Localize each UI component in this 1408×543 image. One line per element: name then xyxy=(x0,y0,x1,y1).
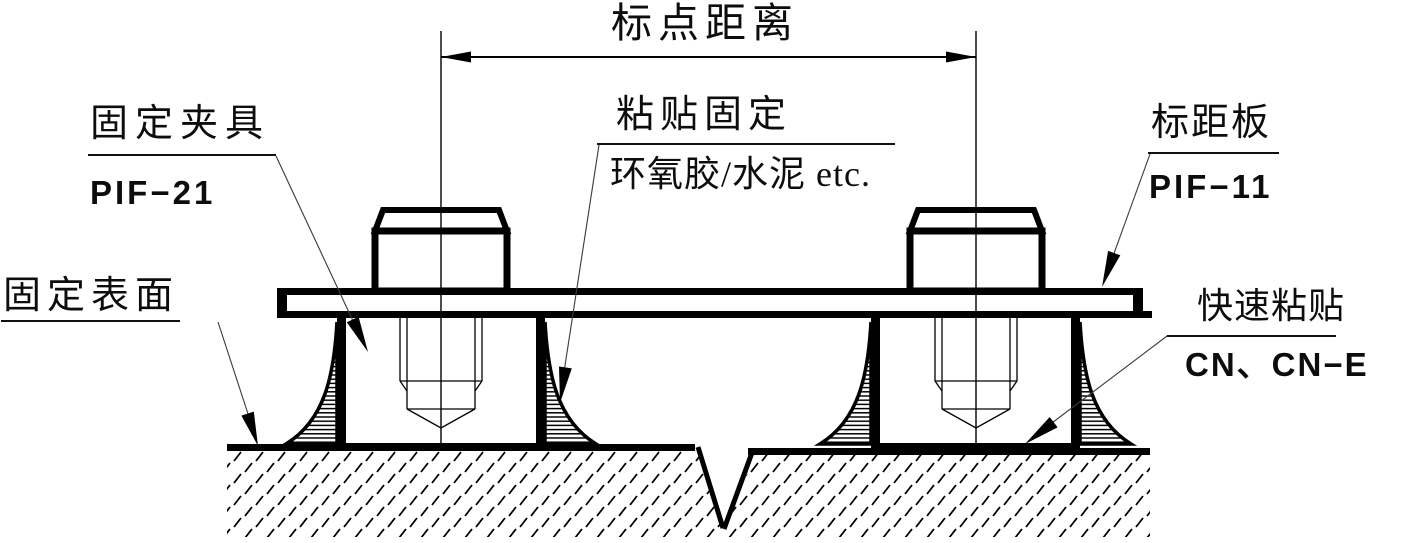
leader-adhesive-fixing xyxy=(561,144,600,386)
leader-fixing-clamp xyxy=(275,155,361,337)
clamp-wall xyxy=(536,318,545,446)
label-underlines xyxy=(1,143,1336,337)
adhesive-fillet xyxy=(1078,321,1138,446)
crack-notch xyxy=(695,444,757,532)
plate-end-cap-left xyxy=(277,288,287,318)
dimension-arrow-left xyxy=(441,51,471,63)
plate-bottom-edge xyxy=(277,311,1152,318)
plate-top-edge xyxy=(277,288,1143,295)
clamp-wall xyxy=(871,318,880,446)
adhesive-fixing-detail: 环氧胶/水泥 etc. xyxy=(610,154,871,194)
arrow-fixing-surface xyxy=(241,411,258,446)
adhesive-fillet xyxy=(813,321,873,446)
clamp-base xyxy=(337,443,545,451)
fixing-clamp-left xyxy=(279,318,603,451)
arrow-fixing-clamp xyxy=(346,316,368,352)
fixing-clamp-right xyxy=(813,318,1138,451)
clamp-base xyxy=(871,443,1080,451)
fixing-clamp-label: 固定夹具 xyxy=(90,103,271,145)
surface-line-right xyxy=(748,448,1150,455)
leader-quick-adhesive xyxy=(1039,335,1168,433)
leader-fixing-surface xyxy=(217,321,251,421)
quick-adhesive-label: 快速粘贴 xyxy=(1197,286,1346,326)
fixing-clamp-model: PIF−21 xyxy=(90,174,216,211)
gauge-plate-model: PIF−11 xyxy=(1149,168,1273,205)
leader-lines xyxy=(217,144,1168,433)
crack-edge-left xyxy=(695,446,726,529)
centerlines xyxy=(440,31,977,444)
clamp-wall xyxy=(1071,318,1080,446)
quick-adhesive-model: CN、CN−E xyxy=(1185,346,1369,383)
arrow-quick-adhesive xyxy=(1025,417,1058,444)
adhesive-fillet xyxy=(543,321,603,446)
leader-gauge-plate xyxy=(1107,153,1151,271)
fixing-surface-label: 固定表面 xyxy=(3,275,180,317)
dimension-gauge-length xyxy=(441,51,976,63)
adhesive-fillet xyxy=(279,321,339,446)
dimension-title: 标点距离 xyxy=(611,0,799,46)
gauge-plate xyxy=(277,288,1152,318)
crack-edge-right xyxy=(721,449,756,530)
fixing-surface-ground xyxy=(227,444,1150,537)
ground-hatch xyxy=(227,449,1150,537)
arrow-adhesive-fixing xyxy=(559,366,572,403)
leader-arrowheads xyxy=(241,250,1121,446)
plate-end-cap-right xyxy=(1133,288,1143,318)
gauge-plate-label: 标距板 xyxy=(1151,102,1272,144)
dimension-arrow-right xyxy=(946,51,976,63)
adhesive-fixing-label: 粘贴固定 xyxy=(616,94,793,136)
arrow-gauge-plate xyxy=(1102,250,1121,287)
clamp-wall xyxy=(337,318,346,446)
